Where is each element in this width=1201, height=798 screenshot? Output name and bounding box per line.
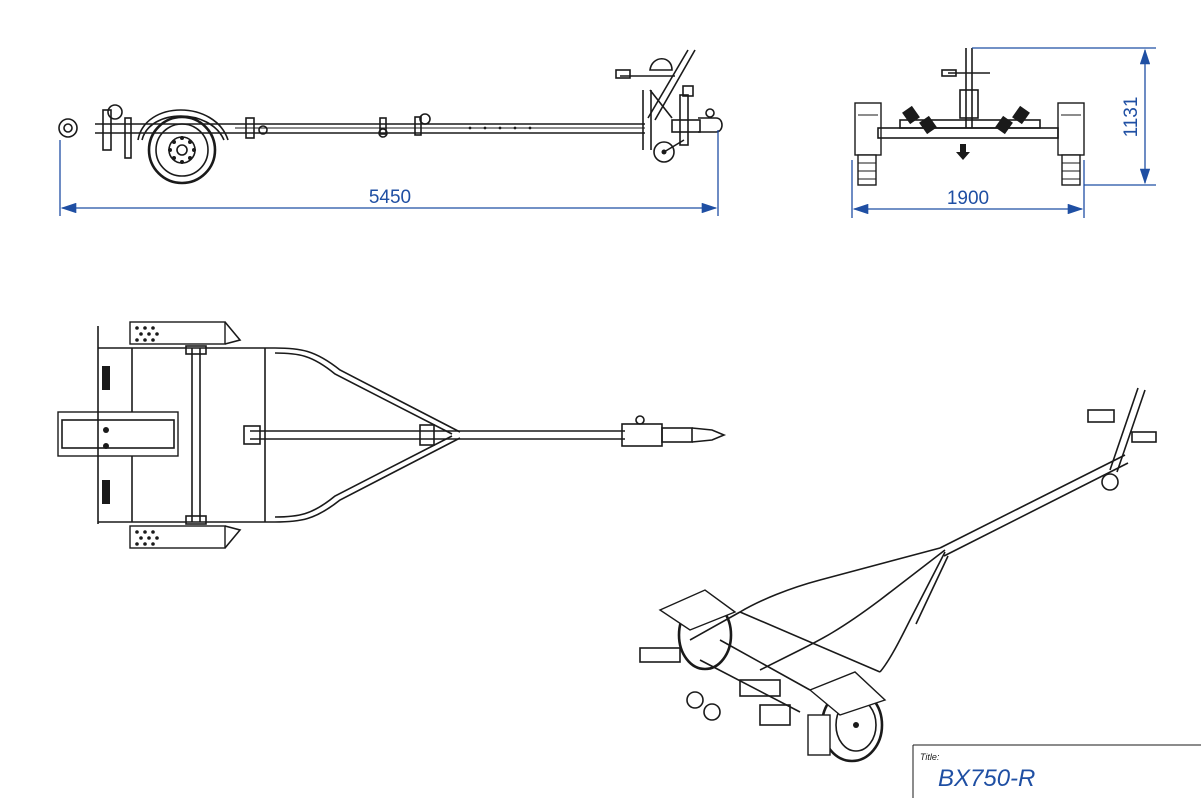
side-view — [58, 49, 723, 185]
side-length-dimension: 5450 — [59, 130, 719, 216]
rear-height-label: 1131 — [1121, 97, 1142, 138]
title-label: Title: — [920, 752, 940, 762]
rear-height-dimension: 1131 — [972, 47, 1156, 186]
rear-width-label: 1900 — [947, 188, 989, 209]
iso-view — [639, 387, 1157, 763]
title-block: Title: BX750-R — [912, 744, 1201, 798]
rear-view — [854, 48, 1085, 186]
side-length-label: 5450 — [369, 187, 411, 208]
title-value: BX750-R — [938, 765, 1035, 792]
rear-width-dimension: 1900 — [851, 160, 1085, 218]
top-view — [57, 321, 727, 549]
